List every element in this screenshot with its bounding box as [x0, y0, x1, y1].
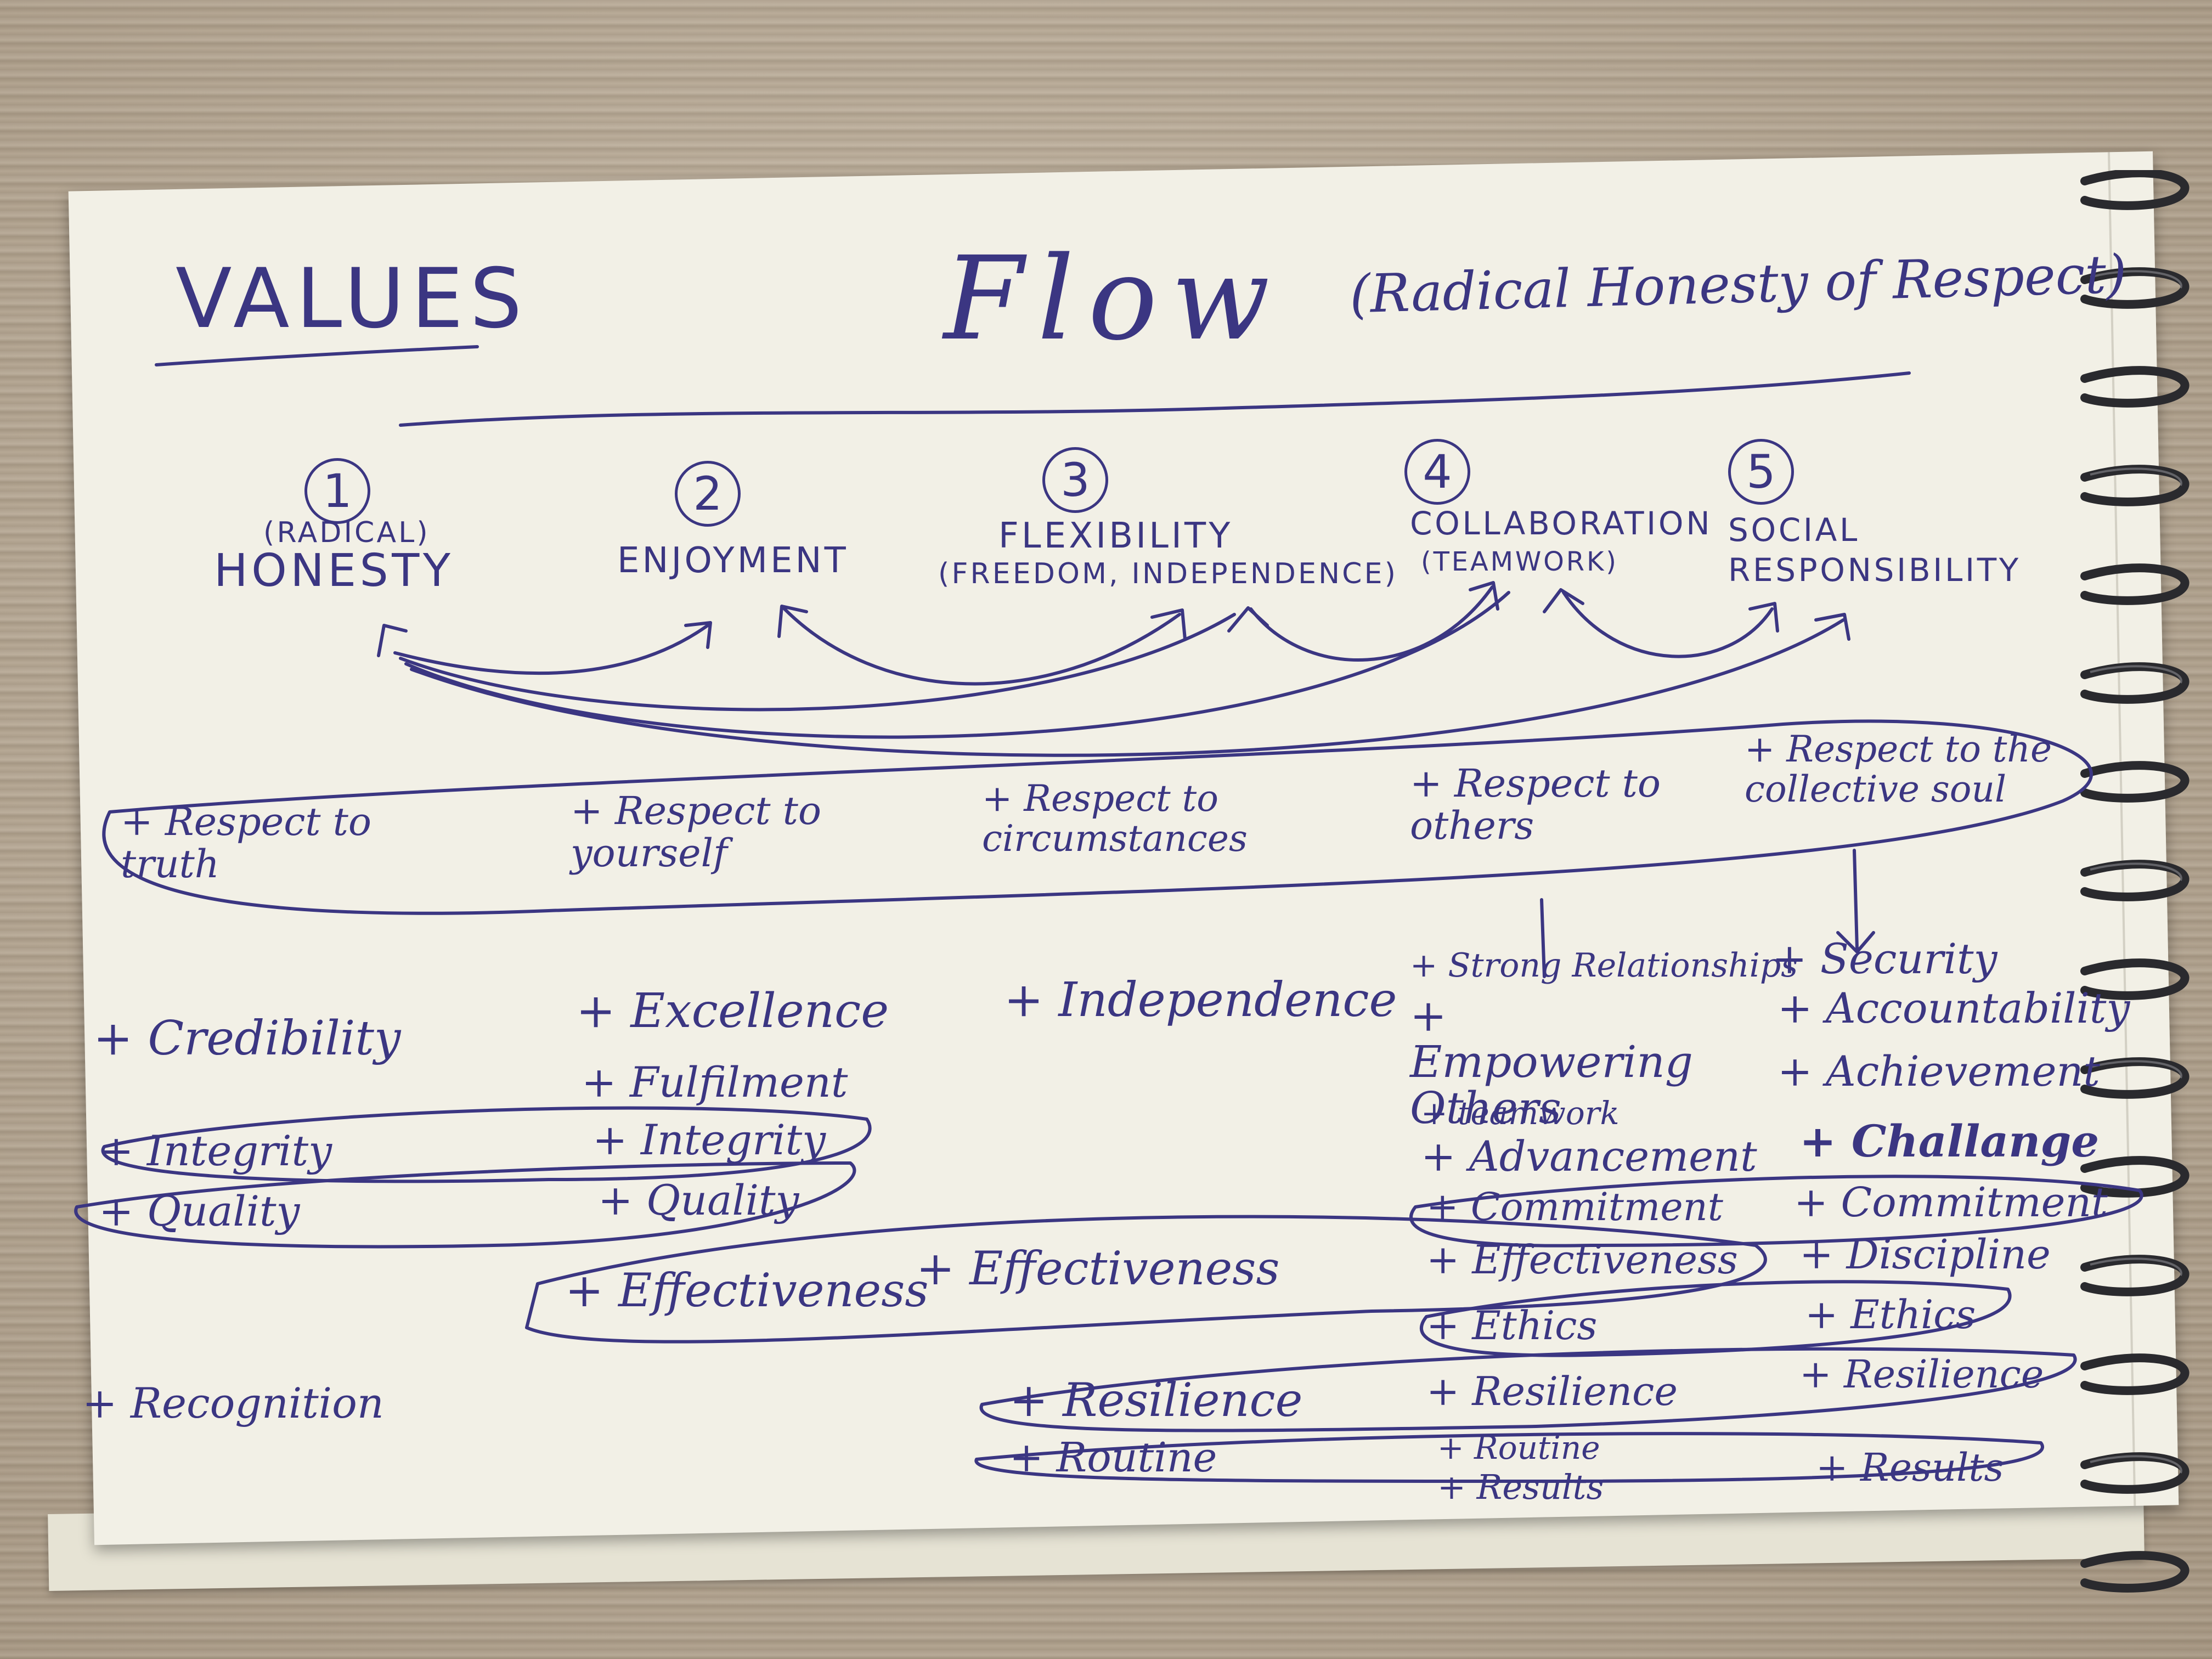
col2-fulfilment: + Fulfilment: [582, 1058, 848, 1107]
respect-to-circumstances: + Respect to circumstances: [982, 777, 1248, 860]
col1-quality: + Quality: [99, 1187, 300, 1235]
arrow-down-security: [1836, 849, 1875, 953]
col5-commitment: + Commitment: [1794, 1179, 2108, 1226]
col5-challange: + Challange: [1799, 1115, 2100, 1167]
number-circle-1: 1: [304, 458, 370, 524]
respect-to-truth: + Respect to truth: [121, 799, 372, 887]
flow-wave-line: [399, 371, 1911, 427]
core-value-4-name: COLLABORATION: [1410, 505, 1713, 542]
arrow-collaboration-social: [1562, 591, 1774, 658]
respect-to-yourself: + Respect to yourself: [571, 788, 822, 876]
resilience-loop: [979, 1347, 2077, 1432]
arrow-honesty-enjoyment: [393, 624, 709, 675]
core-value-1-qualifier: (RADICAL): [263, 516, 430, 549]
col5-ethics: + Ethics: [1805, 1291, 1976, 1338]
arrow-honesty-social: [410, 618, 1845, 757]
core-value-4-qualifier: (TEAMWORK): [1421, 546, 1618, 577]
col4-routine: + Routine: [1437, 1429, 1600, 1466]
col4-results: + Results: [1437, 1467, 1604, 1507]
col1-credibility: + Credibility: [93, 1011, 401, 1066]
col5-discipline: + Discipline: [1799, 1231, 2051, 1278]
col5-results: + Results: [1816, 1445, 2004, 1490]
col3-routine: + Routine: [1009, 1434, 1217, 1481]
respect-to-others: + Respect to others: [1410, 761, 1661, 848]
number-circle-5: 5: [1728, 439, 1794, 505]
arrow-honesty-collaboration: [404, 591, 1510, 739]
core-value-5-name: SOCIAL RESPONSIBILITY: [1728, 511, 2021, 589]
integrity-loop: [101, 1106, 872, 1183]
arrow-down-relationships: [1540, 898, 1546, 978]
effectiveness-loop: [525, 1215, 1767, 1344]
col4-commitment: + Commitment: [1426, 1184, 1723, 1229]
commitment-loop: [1409, 1175, 2143, 1248]
col4-strong-relationships: + Strong Relationships: [1410, 946, 1798, 985]
respect-to-collective-soul: + Respect to the collective soul: [1745, 728, 2052, 810]
col4-advancement: + Advancement: [1421, 1132, 1757, 1181]
col3-effectiveness: + Effectiveness: [916, 1242, 1280, 1295]
col2-integrity: + Integrity: [592, 1115, 826, 1164]
heading-underline: [155, 345, 479, 366]
spiral-binding: [2080, 170, 2190, 1593]
respect-row-loop: [102, 719, 2093, 915]
arrow-enjoyment-flexibility: [783, 607, 1181, 686]
core-value-1-name: HONESTY: [214, 545, 454, 597]
col4-empowering-others: + Empowering Others: [1410, 990, 1694, 1133]
arrow-honesty-flexibility: [399, 613, 1236, 712]
col5-resilience: + Resilience: [1799, 1352, 2044, 1397]
col4-effectiveness: + Effectiveness: [1426, 1237, 1738, 1283]
col1-integrity: + Integrity: [99, 1126, 332, 1175]
arrow-flexibility-collaboration: [1249, 585, 1494, 662]
core-value-3-qualifier: (FREEDOM, INDEPENDENCE): [938, 557, 1398, 590]
col5-achievement: + Achievement: [1778, 1047, 2100, 1096]
heading-values: VALUES: [176, 251, 529, 347]
col4-resilience: + Resilience: [1426, 1368, 1678, 1414]
quality-loop: [74, 1161, 856, 1249]
core-value-2-name: ENJOYMENT: [617, 540, 849, 581]
col3-independence: + Independence: [1004, 973, 1397, 1028]
sketch-title: Flow: [944, 232, 1284, 366]
number-circle-4: 4: [1404, 439, 1470, 505]
col2-effectiveness: + Effectiveness: [565, 1263, 929, 1317]
routine-loop: [974, 1432, 2044, 1483]
ethics-loop: [1419, 1280, 2012, 1357]
number-circle-2: 2: [675, 461, 741, 527]
col4-ethics: + Ethics: [1426, 1302, 1598, 1348]
col2-excellence: + Excellence: [576, 984, 889, 1039]
col1-recognition: + Recognition: [82, 1379, 384, 1427]
col5-accountability: + Accountability: [1778, 984, 2130, 1032]
col5-security: + Security: [1772, 934, 1997, 983]
core-value-3-name: FLEXIBILITY: [998, 516, 1233, 556]
number-circle-3: 3: [1042, 447, 1108, 513]
col3-resilience: + Resilience: [1009, 1373, 1303, 1427]
col4-teamwork: + teamwork: [1421, 1094, 1620, 1132]
col2-quality: + Quality: [598, 1176, 799, 1224]
